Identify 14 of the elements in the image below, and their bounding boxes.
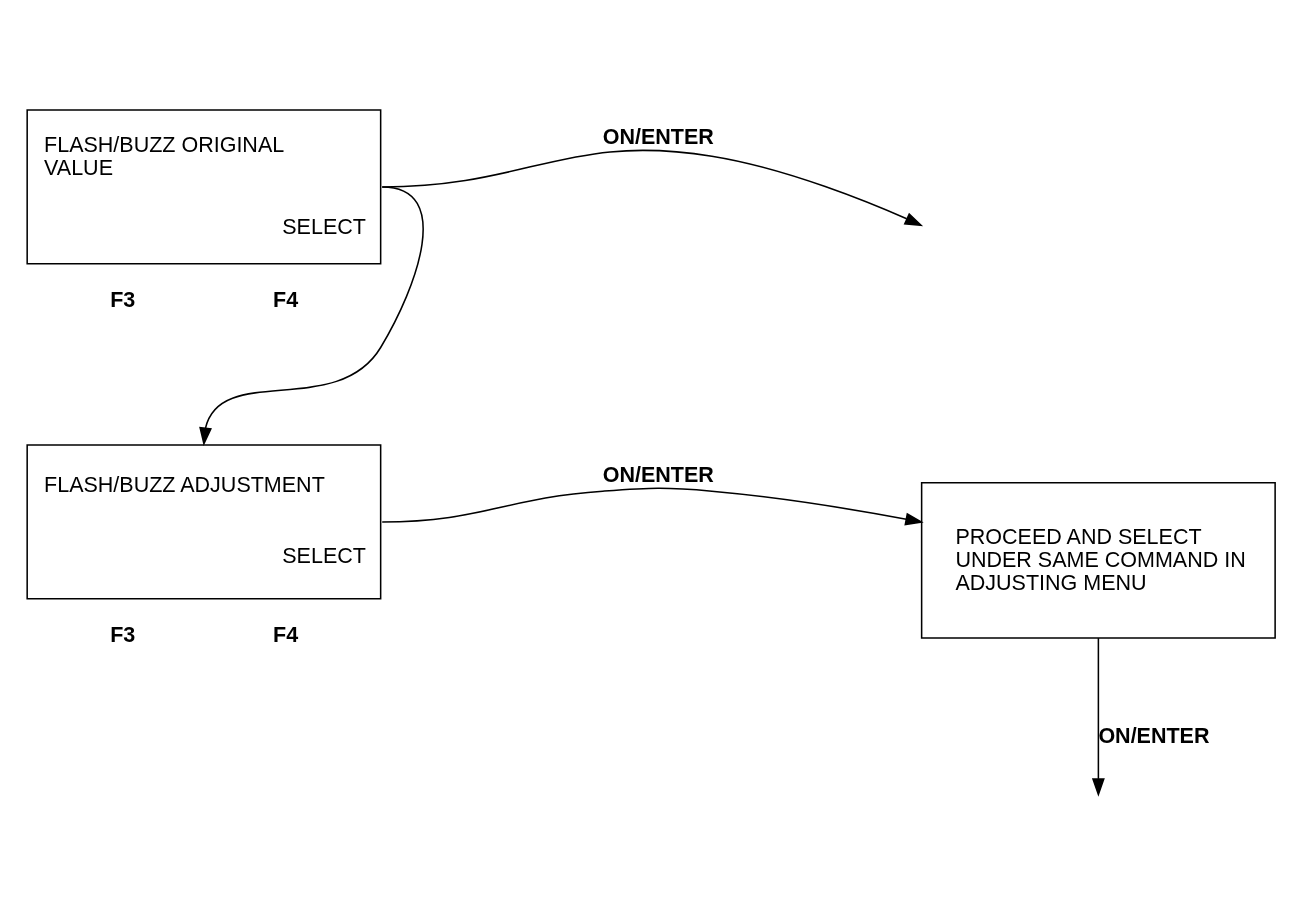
- arrow: [381, 487, 924, 526]
- node-label: F3: [110, 288, 136, 313]
- node-label: F4: [273, 288, 299, 313]
- node-box: FLASH/BUZZ ORIGINAL VALUE SELECT: [26, 109, 382, 265]
- node-box: FLASH/BUZZ ADJUSTMENT SELECT: [26, 444, 382, 600]
- edge-label: ON/ENTER: [1098, 723, 1210, 748]
- edge-label: ON/ENTER: [602, 463, 714, 488]
- arrow: [199, 186, 424, 446]
- arrow: [1091, 637, 1105, 797]
- edge-label: ON/ENTER: [602, 125, 714, 150]
- arrow: [381, 149, 924, 227]
- node-label: F3: [110, 623, 136, 648]
- node-label: F4: [273, 623, 299, 648]
- node-box: PROCEED AND SELECT UNDER SAME COMMAND IN ADJUSTING MENU: [920, 482, 1276, 639]
